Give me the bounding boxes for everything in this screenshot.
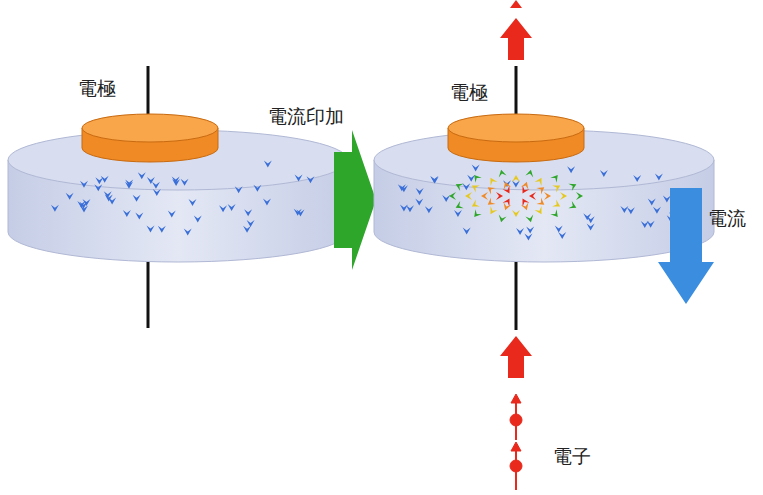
electron-flow-arrow xyxy=(500,336,532,378)
electrode xyxy=(448,114,584,162)
electrode xyxy=(82,114,218,162)
electrode-label: 電極 xyxy=(78,78,116,99)
electron-flow-arrow xyxy=(500,18,532,60)
process-arrow xyxy=(334,130,376,270)
electron-flow-arrow xyxy=(510,0,522,8)
electron xyxy=(510,394,522,490)
process-label: 電流印加 xyxy=(268,106,344,127)
electrode-label: 電極 xyxy=(450,82,488,103)
spin-markers xyxy=(51,160,315,235)
spin-markers xyxy=(398,164,689,240)
electron-label: 電子 xyxy=(553,446,591,467)
wire xyxy=(515,262,518,330)
wire xyxy=(147,262,150,328)
current-arrow xyxy=(658,188,714,304)
current-label: 電流 xyxy=(708,208,746,229)
